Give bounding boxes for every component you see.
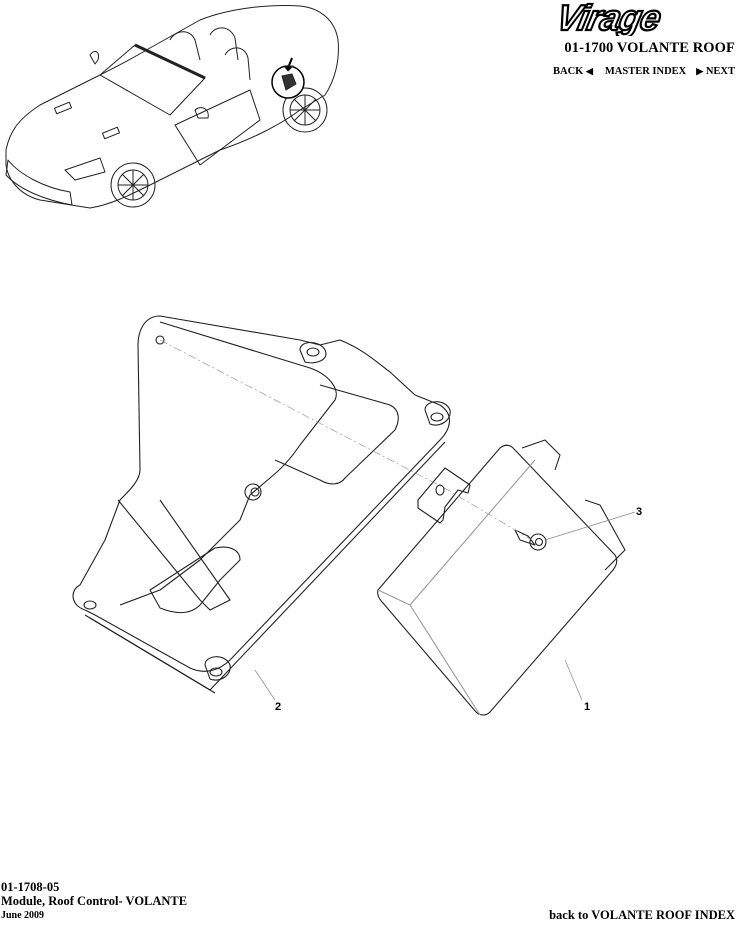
next-link[interactable]: ▶ NEXT: [696, 66, 735, 77]
part-name: Module, Roof Control- VOLANTE: [1, 894, 188, 908]
publication-date: June 2009: [1, 910, 45, 921]
callout-1: 1: [584, 701, 591, 713]
virage-logo: Virage: [559, 0, 666, 36]
callout-2: 2: [275, 701, 282, 713]
module-part: [377, 439, 626, 716]
back-label: BACK: [552, 66, 584, 77]
section-title: 01-1700 VOLANTE ROOF: [564, 40, 735, 56]
part-code: 01-1708-05: [1, 880, 60, 894]
back-link[interactable]: BACK ◀: [553, 66, 593, 77]
triangle-left-icon: ◀: [585, 66, 593, 76]
navigation-bar: BACK ◀ MASTER INDEX ▶ NEXT: [553, 66, 735, 77]
next-label: NEXT: [705, 66, 735, 77]
svg-text:Virage: Virage: [559, 0, 665, 36]
triangle-right-icon: ▶: [696, 66, 704, 76]
bracket-part: [72, 315, 451, 694]
master-index-link[interactable]: MASTER INDEX: [604, 66, 687, 77]
back-to-index-link[interactable]: back to VOLANTE ROOF INDEX: [549, 908, 735, 922]
screw-part: [514, 529, 547, 551]
callout-3: 3: [636, 506, 643, 518]
car-overview-illustration: [5, 5, 339, 209]
